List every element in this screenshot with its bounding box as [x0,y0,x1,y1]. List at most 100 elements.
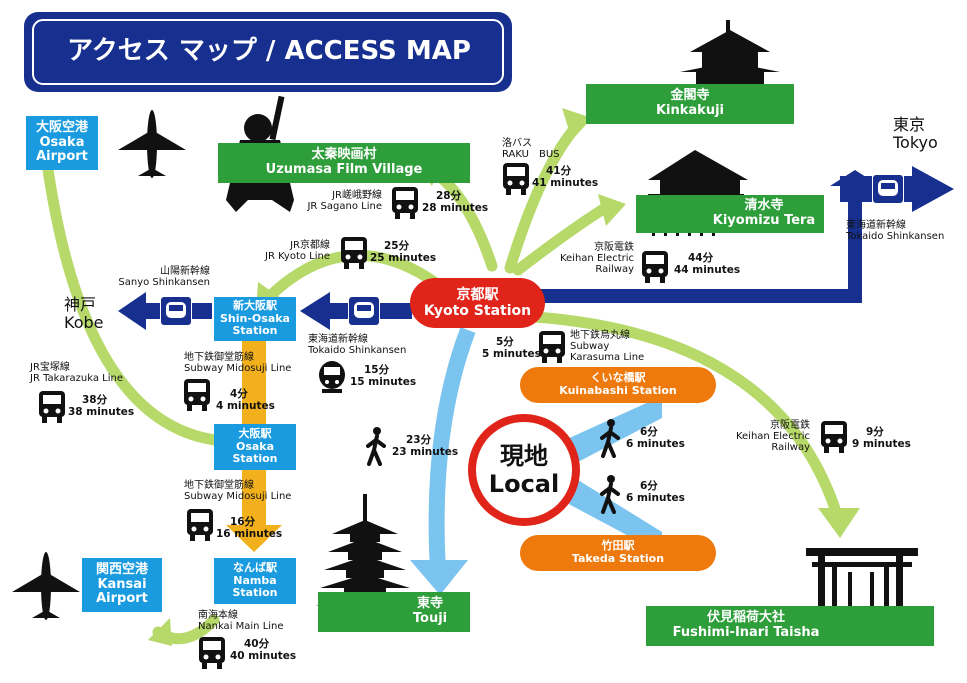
shinkansen-front-icon [319,361,345,393]
route-name-ja: 地下鉄烏丸線 [570,330,630,341]
takeda-station-box[interactable]: 竹田駅 Takeda Station [520,535,716,571]
city-ja: 神戸 [64,295,97,314]
time-ja: 15分 [364,364,390,376]
subway-icon [184,379,210,411]
route-name-en: Karasuma Line [570,352,645,363]
time-en: 25 minutes [370,252,437,264]
route-name-ja: 京阪電鉄 [594,242,634,253]
airport-name-en: Kansai [97,576,147,592]
kyoto-station-label: 京都駅 Kyoto Station [410,278,545,328]
time-ja: 6分 [640,426,658,438]
route-name-ja: JR宝塚線 [30,362,70,373]
walk-route-touji [428,327,476,571]
uzumasa-box[interactable] [218,143,470,183]
route-name-en: Sanyo Shinkansen [118,277,210,288]
kuinabashi-station-box[interactable]: くいな橋駅 Kuinabashi Station [520,367,716,403]
time-ja: 4分 [230,388,248,400]
station-name-en: Kuinabashi Station [559,384,677,397]
tokyo-arrowhead [912,166,954,212]
route-name-ja: JR嵯峨野線 [332,190,382,201]
takarazuka-label: JR宝塚線 JR Takarazuka Line [30,362,123,384]
sight-name-en: Kiyomizu Tera [712,213,816,228]
shin-osaka-station-box[interactable]: 新大阪駅 Shin-Osaka Station [214,297,296,341]
time-en: 15 minutes [350,376,417,388]
airport-name-ja: 大阪空港 [35,119,88,135]
station-name-en: Shin-Osaka [220,311,290,325]
local-ja: 現地 [500,442,548,470]
subway-icon [187,509,213,541]
kiyomizu-label: 清水寺 Kiyomizu Tera [704,195,824,233]
touji-label: 東寺 Touji [390,592,470,632]
kansai-airport-box[interactable]: 関西空港 Kansai Airport [82,558,162,612]
kyoto-station-node[interactable] [410,278,545,328]
sight-name-ja: 清水寺 [744,198,784,214]
time-en: 6 minutes [626,492,685,504]
walking-person-icon [600,475,620,514]
tokaido-east-line [530,190,862,303]
airplane-icon [12,552,80,620]
time-en: 44 minutes [674,264,741,276]
sight-name-ja: 東寺 [416,596,443,612]
sight-name-en: Uzumasa Film Village [265,162,423,177]
local-en: Local [488,470,560,498]
station-name-ja: 竹田駅 [601,539,635,553]
tokaido-east-label: 東海道新幹線 Tokaido Shinkansen [846,220,944,242]
time-ja: 5分 [496,336,514,348]
time-ja: 16分 [230,516,256,528]
train-icon [199,637,225,669]
route-name-ja: 地下鉄御堂筋線 [184,480,254,491]
city-en: Tokyo [893,133,938,152]
train-icon [392,187,418,219]
route-name-en: JR Takarazuka Line [30,373,123,384]
station-name-en: Station [232,586,278,600]
walk-route-kuinabashi [565,396,662,462]
station-name-ja: なんば駅 [233,561,277,575]
time-ja: 6分 [640,480,658,492]
train-icon [821,421,847,453]
sight-name-ja: 伏見稲荷大社 [706,610,785,626]
time-ja: 25分 [384,240,410,252]
jr-kyoto-label: JR京都線 JR Kyoto Line [258,240,330,262]
city-ja: 東京 [893,115,926,134]
kinkakuji-box[interactable] [586,84,794,124]
route-name-en: Railway [595,264,634,275]
subway-icon [539,331,565,363]
city-en: Kobe [64,313,104,332]
time-en: 9 minutes [852,438,911,450]
karasuma-label: 地下鉄烏丸線 Subway Karasuma Line [570,330,644,363]
route-name-en: Subway [570,341,610,352]
fushimi-box[interactable] [646,606,934,646]
uzumasa-label: 太秦映画村 Uzumasa Film Village [218,143,470,183]
route-name-en: Keihan Electric [735,431,810,442]
route-name-en: Railway [771,442,810,453]
osaka-airport-box[interactable]: 大阪空港 Osaka Airport [26,116,98,170]
station-name-en: Kyoto Station [423,303,532,319]
shinkansen-icon [348,296,380,326]
route-name-en: Subway Midosuji Line [184,491,292,502]
station-name-ja: くいな橋駅 [590,371,646,385]
airplane-icon [118,110,186,178]
sight-name-en: Kinkakuji [655,103,724,118]
kiyomizu-box[interactable] [636,195,824,233]
train-icon [642,251,668,283]
time-en: 38 minutes [68,406,135,418]
tokyo-city-label: 東京 Tokyo [893,116,938,152]
namba-station-box[interactable]: なんば駅 Namba Station [214,558,296,604]
route-name-ja: 山陽新幹線 [160,266,210,277]
route-name-ja: 地下鉄御堂筋線 [184,352,254,363]
airport-name-en: Airport [36,149,88,165]
touji-box[interactable] [318,592,470,632]
station-name-en: Station [232,452,278,466]
fushimi-label: 伏見稲荷大社 Fushimi-Inari Taisha [646,606,846,646]
bus-icon [503,163,529,195]
station-name-en: Namba [233,573,277,587]
osaka-station-box[interactable]: 大阪駅 Osaka Station [214,424,296,470]
